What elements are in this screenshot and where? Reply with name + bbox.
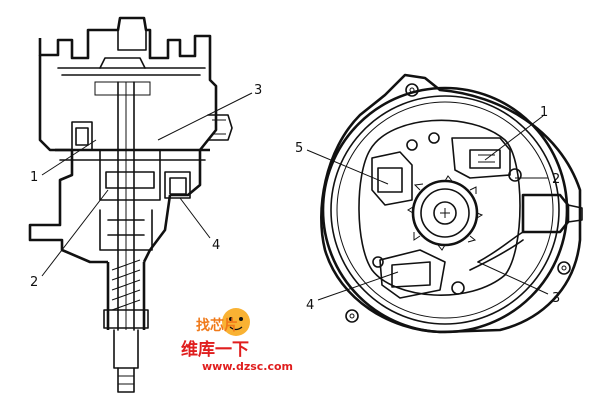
mascot-icon bbox=[222, 308, 250, 336]
right-callouts: 1 2 3 4 5 bbox=[295, 105, 560, 313]
left-leader-lines bbox=[41, 92, 253, 277]
left-callout-2: 2 bbox=[30, 275, 38, 290]
right-callout-3: 3 bbox=[552, 291, 560, 306]
right-callout-5: 5 bbox=[295, 141, 303, 156]
left-callout-3: 3 bbox=[254, 83, 262, 98]
left-callouts: 1 2 3 4 bbox=[30, 83, 262, 290]
watermark: 找芯片 维库一下 www.dzsc.com bbox=[181, 308, 293, 373]
right-leader-lines bbox=[306, 115, 549, 301]
watermark-url: www.dzsc.com bbox=[202, 360, 293, 373]
right-callout-2: 2 bbox=[552, 172, 560, 187]
watermark-site-name: 维库一下 bbox=[181, 339, 249, 360]
left-callout-4: 4 bbox=[212, 238, 220, 253]
right-callout-1: 1 bbox=[540, 105, 548, 120]
watermark-logo-text: 找芯片 bbox=[196, 317, 238, 334]
distributor-top-view bbox=[320, 73, 583, 334]
left-callout-1: 1 bbox=[30, 170, 38, 185]
right-callout-4: 4 bbox=[306, 298, 314, 313]
distributor-section-view bbox=[28, 16, 233, 393]
